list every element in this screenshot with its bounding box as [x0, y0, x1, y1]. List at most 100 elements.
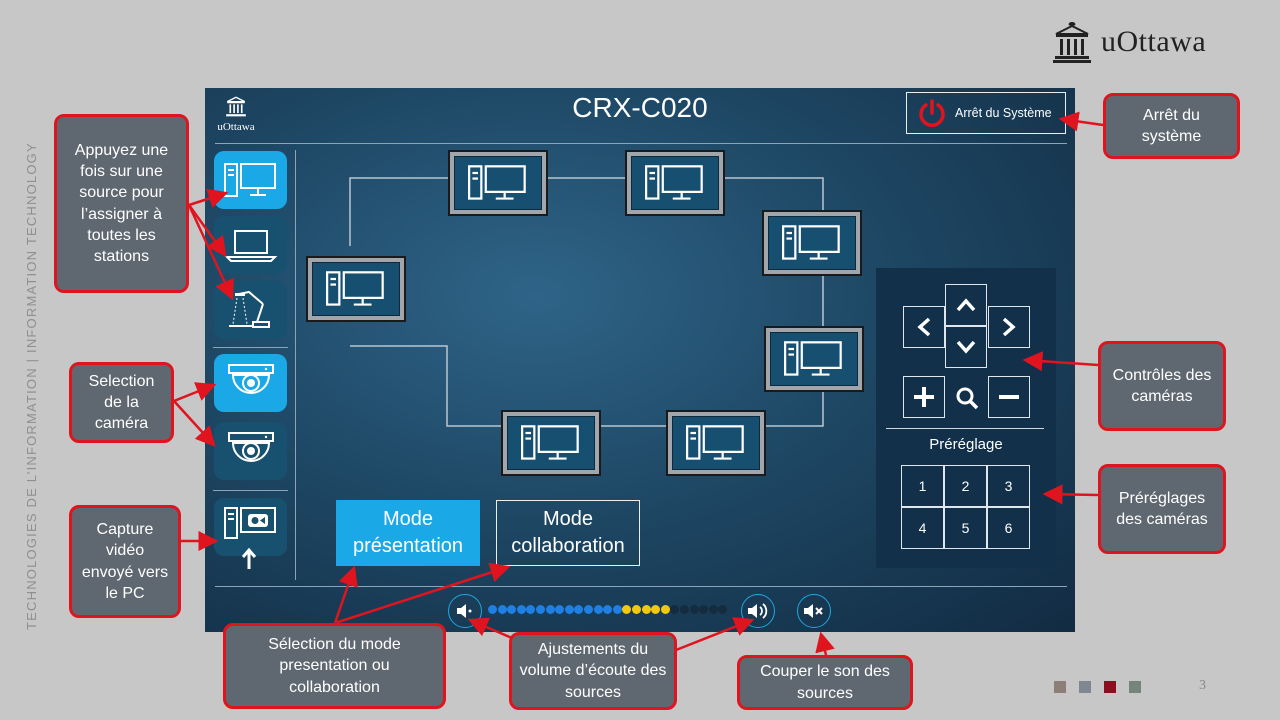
volume-down-button[interactable]: [448, 594, 482, 628]
station-3[interactable]: [625, 150, 725, 216]
station-1[interactable]: [306, 256, 406, 322]
power-icon: [919, 99, 945, 127]
camera-2-button[interactable]: [214, 422, 287, 480]
station-2[interactable]: [448, 150, 548, 216]
collaboration-mode-line1: Mode: [542, 508, 594, 530]
computer-icon: [782, 225, 840, 260]
uottawa-logo: uOttawa: [1053, 20, 1206, 64]
footer-divider: [215, 586, 1067, 587]
video-capture-icon: [223, 507, 276, 539]
preset-2-button[interactable]: 2: [944, 465, 987, 507]
volume-dot: [603, 605, 613, 614]
station-6[interactable]: [666, 410, 766, 476]
volume-dot: [536, 605, 545, 614]
volume-dot: [584, 605, 593, 614]
preset-6-label: 6: [1004, 520, 1013, 536]
chevron-right-icon: [1002, 317, 1016, 337]
dome-camera-icon: [227, 432, 274, 462]
volume-up-button[interactable]: [741, 594, 775, 628]
preset-5-label: 5: [961, 520, 970, 536]
pan-right-button[interactable]: [988, 306, 1030, 348]
preset-divider: [886, 428, 1044, 429]
computer-icon: [686, 425, 744, 460]
volume-dot: [593, 605, 603, 614]
zoom-in-button[interactable]: [903, 376, 945, 418]
laptop-icon: [224, 230, 277, 262]
sidebar-divider: [295, 150, 296, 580]
preset-4-label: 4: [918, 520, 927, 536]
volume-dot: [670, 605, 680, 614]
volume-dot: [660, 605, 670, 614]
preset-2-label: 2: [961, 478, 970, 494]
video-capture-button[interactable]: [214, 498, 287, 556]
preset-4-button[interactable]: 4: [901, 507, 944, 549]
preset-1-label: 1: [918, 478, 927, 494]
sidebar-divider-1: [213, 347, 288, 348]
footer-square: [1054, 681, 1066, 693]
volume-dot: [497, 605, 507, 614]
volume-dot: [564, 605, 574, 614]
volume-low-icon: [457, 604, 472, 618]
camera-1-button[interactable]: [214, 354, 287, 412]
panel-logo: uOttawa: [211, 94, 261, 133]
computer-icon: [784, 341, 842, 376]
callout-mode-select: Sélection du mode presentation ou collab…: [223, 623, 446, 709]
panel-logo-text: uOttawa: [217, 121, 255, 133]
volume-dot: [632, 605, 641, 614]
presentation-mode-line2: présentation: [352, 535, 464, 557]
volume-high-icon: [748, 603, 768, 619]
magnifier-icon: [956, 387, 979, 410]
volume-dot: [507, 605, 517, 614]
station-5[interactable]: [764, 326, 864, 392]
station-connections: [349, 177, 824, 427]
callout-volume-adjust: Ajustements du volume d’écoute des sourc…: [509, 632, 677, 710]
pan-up-button[interactable]: [945, 284, 987, 326]
computer-icon: [468, 165, 526, 200]
document-camera-icon: [228, 290, 270, 328]
logo-text: uOttawa: [1101, 25, 1207, 58]
callout-capture: Capture vidéo envoyé vers le PC: [69, 505, 181, 618]
computer-icon: [521, 425, 579, 460]
page-number: 3: [1199, 678, 1206, 693]
chevron-up-icon: [956, 298, 976, 312]
camera-controls-panel: Préréglage 1 2 3 4 5 6: [876, 268, 1056, 568]
volume-dot: [555, 605, 565, 614]
footer-square: [1104, 681, 1116, 693]
presentation-mode-line1: Mode: [382, 508, 434, 530]
sidebar-divider-2: [213, 490, 288, 491]
volume-dot: [708, 605, 718, 614]
volume-dot: [651, 605, 661, 614]
callout-camera-presets: Préréglages des caméras: [1098, 464, 1226, 554]
building-icon: [1053, 22, 1091, 63]
building-icon: [226, 96, 246, 117]
minus-icon: [999, 395, 1019, 399]
callout-camera-select: Selection de la caméra: [69, 362, 174, 443]
arrow-up-icon: [241, 547, 257, 569]
zoom-out-button[interactable]: [988, 376, 1030, 418]
pan-down-button[interactable]: [945, 326, 987, 368]
dome-camera-icon: [227, 364, 274, 394]
volume-dot: [612, 605, 622, 614]
preset-1-button[interactable]: 1: [901, 465, 944, 507]
computer-icon: [645, 165, 703, 200]
presentation-mode-button[interactable]: Mode présentation: [336, 500, 480, 566]
plus-icon: [914, 387, 934, 407]
shutdown-button[interactable]: Arrêt du Système: [906, 92, 1066, 134]
pan-left-button[interactable]: [903, 306, 945, 348]
computer-icon: [326, 271, 384, 306]
header-divider: [215, 143, 1067, 144]
volume-dot: [574, 605, 584, 614]
volume-level-meter[interactable]: [488, 605, 733, 617]
callout-source-assign: Appuyez une fois sur une source pour l’a…: [54, 114, 189, 293]
volume-dot: [699, 605, 709, 614]
volume-dot: [622, 605, 632, 614]
preset-5-button[interactable]: 5: [944, 507, 987, 549]
volume-dot: [545, 605, 555, 614]
mute-icon: [804, 604, 823, 618]
station-4[interactable]: [762, 210, 862, 276]
collaboration-mode-button[interactable]: Mode collaboration: [496, 500, 640, 566]
mute-button[interactable]: [797, 594, 831, 628]
preset-6-button[interactable]: 6: [987, 507, 1030, 549]
preset-3-button[interactable]: 3: [987, 465, 1030, 507]
station-7[interactable]: [501, 410, 601, 476]
